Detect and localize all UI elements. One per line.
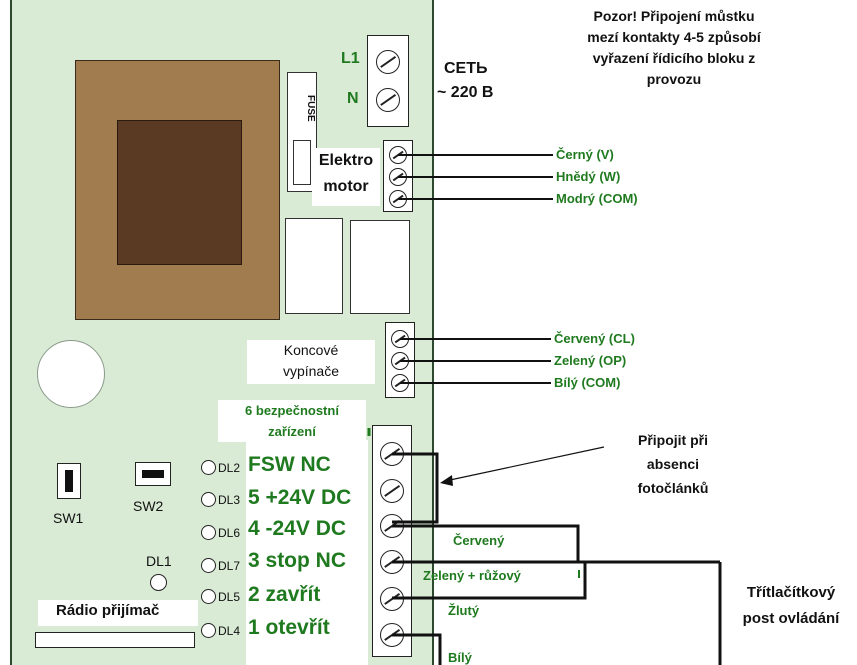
sw1-button[interactable] bbox=[57, 463, 81, 499]
fuse-element bbox=[293, 140, 311, 185]
motor-label: Elektro bbox=[318, 152, 374, 169]
radio-label: Rádio přijímač bbox=[56, 602, 160, 619]
photocell-note-line: absenci bbox=[646, 456, 700, 472]
led-label: DL3 bbox=[218, 493, 241, 507]
led-icon bbox=[150, 574, 167, 591]
warning-line: vyřazení řídicího bloku z bbox=[592, 50, 756, 66]
terminal-label-box bbox=[246, 440, 368, 665]
jumper-wire bbox=[392, 452, 439, 524]
button-post-line: Třítlačítkový bbox=[746, 584, 836, 601]
mains-n-label: N bbox=[347, 90, 359, 107]
button-wire-label: Červený bbox=[453, 533, 505, 548]
terminal-label: 5 +24V DC bbox=[248, 486, 352, 509]
motor-label-box: Elektro motor bbox=[312, 148, 380, 206]
terminal-label: FSW NC bbox=[248, 453, 331, 476]
warning-line: Pozor! Připojení můstku bbox=[593, 8, 755, 24]
led-icon bbox=[201, 558, 216, 573]
led-label: DL4 bbox=[218, 624, 241, 638]
button-wire-label: Zelený + růžový bbox=[423, 568, 521, 583]
sw1-actuator bbox=[65, 470, 73, 492]
warning-note: Pozor! Připojení můstku mezí kontakty 4-… bbox=[550, 6, 798, 90]
relay-2 bbox=[350, 220, 410, 314]
button-wire bbox=[392, 562, 587, 600]
led-label: DL7 bbox=[218, 559, 241, 573]
relay-1 bbox=[285, 218, 343, 314]
button-post-line: post ovládání bbox=[742, 610, 840, 627]
sw2-actuator bbox=[142, 470, 164, 478]
terminal-label: 1 otevřít bbox=[248, 616, 330, 639]
limit-switch-label: Koncové bbox=[283, 342, 339, 358]
motor-wire-label: Hnědý (W) bbox=[556, 169, 621, 184]
screw-icon bbox=[376, 50, 400, 74]
sw2-button[interactable] bbox=[135, 462, 171, 486]
button-post-label: Třítlačítkový post ovládání bbox=[726, 580, 856, 632]
limit-switch-label: vypínače bbox=[282, 363, 340, 379]
led-icon bbox=[201, 525, 216, 540]
limit-wire-label: Zelený (OP) bbox=[554, 353, 627, 368]
motor-wire-label: Černý (V) bbox=[556, 147, 614, 162]
motor-wire-label: Modrý (COM) bbox=[556, 191, 638, 206]
led-label: DL2 bbox=[218, 461, 241, 475]
safety-label-box: 6 bezpečnostní zařízení bbox=[218, 400, 366, 442]
arrow-line bbox=[449, 446, 605, 481]
button-wire-label: Bílý bbox=[448, 650, 472, 665]
led-icon bbox=[201, 492, 216, 507]
dl1-label: DL1 bbox=[146, 553, 172, 569]
fuse-label: FUSE bbox=[305, 94, 316, 122]
sw2-label: SW2 bbox=[133, 498, 164, 514]
led-icon bbox=[201, 589, 216, 604]
radio-connector bbox=[35, 632, 195, 648]
limit-wire-label: Bílý (COM) bbox=[554, 375, 621, 390]
terminal-label: 4 -24V DC bbox=[248, 517, 347, 540]
warning-line: provozu bbox=[646, 71, 702, 87]
buzzer bbox=[37, 340, 105, 408]
screw-icon bbox=[380, 550, 404, 574]
arrow-head bbox=[440, 475, 453, 486]
radio-label-box bbox=[38, 600, 198, 626]
transformer-core bbox=[117, 120, 242, 265]
photocell-note-line: fotočlánků bbox=[637, 480, 709, 496]
led-label: DL6 bbox=[218, 526, 241, 540]
photocell-note: Připojit při absenci fotočlánků bbox=[608, 428, 738, 500]
mains-label: СЕТЬ bbox=[444, 60, 488, 77]
mains-voltage-label: ~ 220 В bbox=[437, 84, 494, 101]
sw1-label: SW1 bbox=[53, 510, 84, 526]
led-label: DL5 bbox=[218, 590, 241, 604]
terminal-label: 3 stop NC bbox=[248, 549, 347, 572]
button-wire bbox=[392, 524, 580, 562]
safety-label: zařízení bbox=[268, 424, 316, 439]
led-icon bbox=[201, 460, 216, 475]
button-wire-label: Žlutý bbox=[448, 603, 480, 618]
safety-label: 6 bezpečnostní bbox=[245, 403, 339, 418]
screw-icon bbox=[380, 479, 404, 503]
terminal-label: 2 zavřít bbox=[248, 583, 321, 606]
photocell-note-line: Připojit při bbox=[638, 432, 708, 448]
screw-icon bbox=[376, 88, 400, 112]
led-icon bbox=[201, 623, 216, 638]
warning-line: mezí kontakty 4-5 způsobí bbox=[587, 29, 761, 45]
button-wire bbox=[392, 633, 442, 665]
limit-wire-label: Červený (CL) bbox=[554, 331, 635, 346]
limit-switch-label-box: Koncové vypínače bbox=[247, 340, 375, 384]
motor-label: motor bbox=[323, 178, 369, 195]
mains-l1-label: L1 bbox=[341, 50, 360, 67]
